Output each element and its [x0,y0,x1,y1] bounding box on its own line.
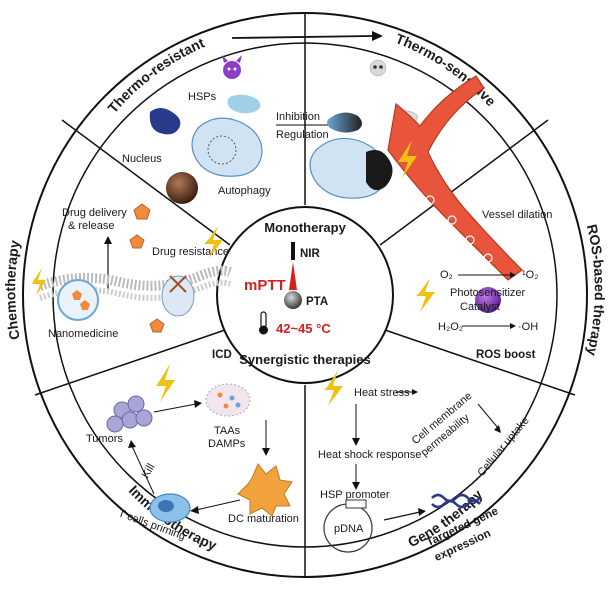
autophagy-label: Autophagy [218,185,271,197]
hsps-label: HSPs [188,91,217,103]
skull-icon [369,59,387,77]
nucleus-label: Nucleus [122,153,162,165]
efflux-pump-icon [161,275,195,317]
center-title: Monotherapy [264,220,346,235]
thermo-arrow [231,35,373,39]
catalyst-label: Catalyst [460,301,500,313]
o2-label: O₂ [440,269,453,281]
fading-hsp-icon [327,112,362,133]
tumor-cluster-icon [106,395,153,433]
divider-upper-right [379,119,549,246]
inhibition-label: Inhibition [276,111,320,123]
devil-icon [222,55,242,79]
lightning-chemo-2-icon [204,226,223,258]
vessel-dilation-label: Vessel dilation [482,209,552,221]
synergy-label: Synergistic therapies [239,352,371,367]
membrane-to-uptake-arrow [477,403,499,429]
taas-label: TAAs [214,425,241,437]
pta-label: PTA [306,296,328,308]
divider-lower-left [34,329,226,396]
lightning-immuno-icon [156,364,175,402]
damps-label: DAMPs [208,438,246,450]
autophagy-cell-icon [191,117,263,177]
pdna-to-gene-arrow [383,511,421,521]
autophagosome-icon [207,135,237,165]
membrane-icon [38,265,232,291]
divider-lower-right [384,329,576,396]
drug-delivery-label: Drug delivery [62,207,127,219]
hsp-protein-icon [149,108,181,135]
ros-boost-label: ROS boost [476,349,536,361]
drug-pentagon-3-icon [149,318,165,333]
regulation-label: Regulation [276,129,329,141]
hsp-protein-light-icon [227,94,261,114]
temperature-label: 42~45 °C [276,321,331,336]
lightning-gene-icon [324,370,343,406]
pdna-label: pDNA [334,523,364,535]
ring-label-chemotherapy: Chemotherapy [2,239,23,341]
photosensitizer-icon [475,287,501,313]
promoter-box-icon [345,499,367,509]
nucleus-icon [166,172,198,204]
thermo-arrow-head [372,31,383,41]
hsp-promoter-label: HSP promoter [320,489,390,501]
tumors-label: Tumors [86,433,123,445]
heat-stress-label: Heat stress [354,387,410,399]
tumor-to-taa-arrow [153,403,197,413]
nir-label: NIR [300,248,321,260]
dc-maturation-label: DC maturation [228,513,299,525]
drug-release-label: & release [68,220,114,232]
heat-shock-label: Heat shock response [318,449,421,461]
pta-particle-icon [284,291,302,309]
lightning-ros-icon [398,140,417,178]
nanomedicine-label: Nanomedicine [48,328,118,340]
drug-pentagon-1-icon [133,203,151,220]
lightning-ros-2-icon [416,278,435,312]
dc-to-tcell-arrow [195,499,241,511]
thermometer-icon [259,311,268,335]
lightning-chemo-icon [32,268,46,296]
icd-label: ICD [212,349,232,361]
photosensitizer-label: Photosensitizer [450,287,526,299]
taa-damp-icon [205,383,251,417]
divider-upper-left [61,119,231,246]
drug-pentagon-2-icon [129,234,145,249]
singlet-oxygen-label: ¹O₂ [522,269,539,281]
hydroxyl-label: ·OH [518,321,538,333]
nir-bar-icon [291,242,295,260]
blood-vessel-icon [387,75,523,281]
drug-resistance-label: Drug resistance [152,246,229,258]
h2o2-label: H₂O₂ [438,321,463,333]
kill-arrow [131,445,155,495]
mptt-label: mPTT [244,277,286,294]
center-circle [216,206,394,384]
dendritic-cell-icon [237,463,293,517]
dark-cell-part-icon [366,150,393,191]
nir-beam-icon [289,262,297,290]
